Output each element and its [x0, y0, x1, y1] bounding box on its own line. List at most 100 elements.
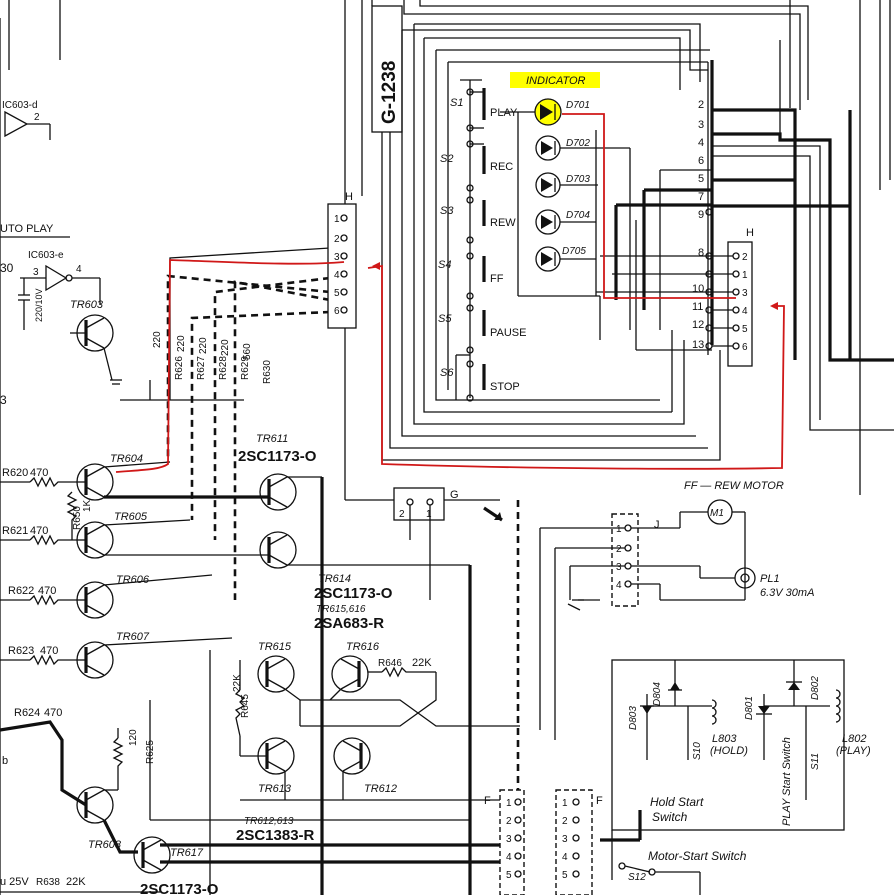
indicator-highlight: [510, 72, 600, 88]
tr605-label: TR605: [114, 511, 148, 523]
r646-label: R646: [378, 658, 402, 669]
tr617-part: 2SC1173-O: [140, 881, 219, 895]
b-mark: b: [2, 755, 8, 767]
r638-label: R638: [36, 877, 60, 888]
h-right-pin-6: 6: [742, 342, 748, 353]
edge-num-8: 8: [698, 247, 704, 259]
f-left-pin-1: 1: [506, 798, 512, 809]
edge-num-2: 2: [698, 99, 704, 111]
hold-start-label: Hold Start: [650, 795, 704, 809]
r628-label: R628: [218, 356, 229, 380]
h-right-pin-1: 1: [742, 270, 748, 281]
ic603d-pin: 2: [34, 112, 40, 123]
r622-label: R622: [8, 585, 34, 597]
h-left-pin-1: 1: [334, 214, 340, 225]
connector-j-label: J: [654, 519, 660, 531]
led-d701-label: D701: [566, 100, 590, 111]
r622-value: 470: [38, 585, 56, 597]
d804-label: D804: [652, 682, 663, 706]
switch-s4-ref: S4: [438, 259, 451, 271]
r621-value: 470: [30, 525, 48, 537]
switch-s5: S5 PAUSE: [438, 304, 526, 354]
edge-num-6: 6: [698, 155, 704, 167]
switch-ff-label: FF: [490, 273, 504, 285]
lamp-ref: PL1: [760, 573, 780, 585]
j-pin-3: 3: [616, 562, 622, 573]
ic603d-symbol: [4, 110, 29, 138]
indicator-label: INDICATOR: [526, 75, 586, 87]
tr613-label: TR613: [258, 783, 292, 795]
l802-note: (PLAY): [836, 745, 871, 757]
f-left-pin-5: 5: [506, 870, 512, 881]
r645-label: R645: [240, 694, 251, 718]
switch-s1-ref: S1: [450, 97, 463, 109]
switch-play-label: PLAY: [490, 107, 518, 119]
transistor-tr613: TR613: [257, 737, 295, 795]
red-annotation-trace: [115, 113, 785, 473]
edge-num-10: 10: [692, 283, 704, 295]
h-right-pin-5: 5: [742, 324, 748, 335]
connector-f-left-label: F: [484, 795, 491, 807]
tr617-label: TR617: [170, 847, 204, 859]
h-left-pin-6: 6: [334, 306, 340, 317]
switch-s3-ref: S3: [440, 205, 454, 217]
bias-resistors: R645 22K R646 22K: [149, 650, 520, 895]
r646-value: 22K: [412, 657, 432, 669]
r626-value: 220: [152, 331, 163, 348]
motor-caption: FF — REW MOTOR: [684, 480, 784, 492]
f-left-pin-3: 3: [506, 834, 512, 845]
transistor-tr612: TR612: [333, 737, 397, 795]
transistor-tr607: TR607: [76, 631, 150, 679]
connector-f-left: F 1 2 3 4 5: [484, 789, 525, 895]
h-left-pin-2: 2: [334, 234, 340, 245]
switch-s5-ref: S5: [438, 313, 452, 325]
r629-label: R629: [240, 356, 251, 380]
hold-switch-label: Switch: [652, 810, 688, 824]
switch-s3: S3 REW: [440, 196, 516, 244]
r630-label: R630: [262, 360, 273, 384]
switch-pause-label: PAUSE: [490, 327, 526, 339]
ic603e-label: IC603-e: [28, 250, 64, 261]
r624-label: R624: [14, 707, 40, 719]
led-d705-label: D705: [562, 246, 586, 257]
led-d701: D701: [500, 98, 590, 126]
r638-value: 22K: [66, 876, 86, 888]
led-d705: D705: [535, 246, 596, 272]
play-start-switch-label: PLAY Start Switch: [781, 737, 793, 826]
f-left-pin-2: 2: [506, 816, 512, 827]
start-switch-section: D803 D804 L803 (HOLD) S10 D801 D802 L802…: [600, 659, 871, 895]
transistor-tr614: TR614 2SC1173-O TR615,616 2SA683-R: [259, 531, 393, 632]
edge-num-11: 11: [692, 301, 703, 313]
cap-value: 220/10V: [34, 288, 44, 322]
d801-label: D801: [744, 696, 755, 720]
transistor-tr617: TR617 2SC1173-O: [133, 836, 219, 895]
f-right-pin-3: 3: [562, 834, 568, 845]
r620-value: 470: [30, 467, 48, 479]
d803-label: D803: [628, 706, 639, 730]
h-left-pin-5: 5: [334, 288, 340, 299]
transistor-tr604: TR604: [76, 453, 143, 501]
connector-h-right-label: H: [746, 227, 754, 239]
switch-s2-ref: S2: [440, 153, 453, 165]
transistor-tr606: TR606: [76, 574, 150, 619]
r650-value: 1K: [82, 499, 93, 512]
s10-label: S10: [692, 742, 703, 760]
f-right-pin-2: 2: [562, 816, 568, 827]
f-right-pin-4: 4: [562, 852, 568, 863]
tr615-616-part: 2SA683-R: [314, 615, 384, 632]
switch-rec-label: REC: [490, 161, 513, 173]
r627-value: 220: [176, 335, 187, 352]
motor-ref: M1: [710, 508, 724, 519]
j-pin-2: 2: [616, 544, 622, 555]
r625-value: 120: [128, 729, 139, 746]
tr612-613-part: 2SC1383-R: [236, 827, 315, 844]
r623-value: 470: [40, 645, 58, 657]
tr607-label: TR607: [116, 631, 150, 643]
tr611-part: 2SC1173-O: [238, 448, 317, 465]
h-right-pin-3: 3: [742, 288, 748, 299]
s12-label: S12: [628, 872, 646, 883]
h-left-pin-4: 4: [334, 270, 340, 281]
transistor-tr615: TR615: [257, 641, 295, 693]
ic-pin4: 4: [76, 264, 82, 275]
